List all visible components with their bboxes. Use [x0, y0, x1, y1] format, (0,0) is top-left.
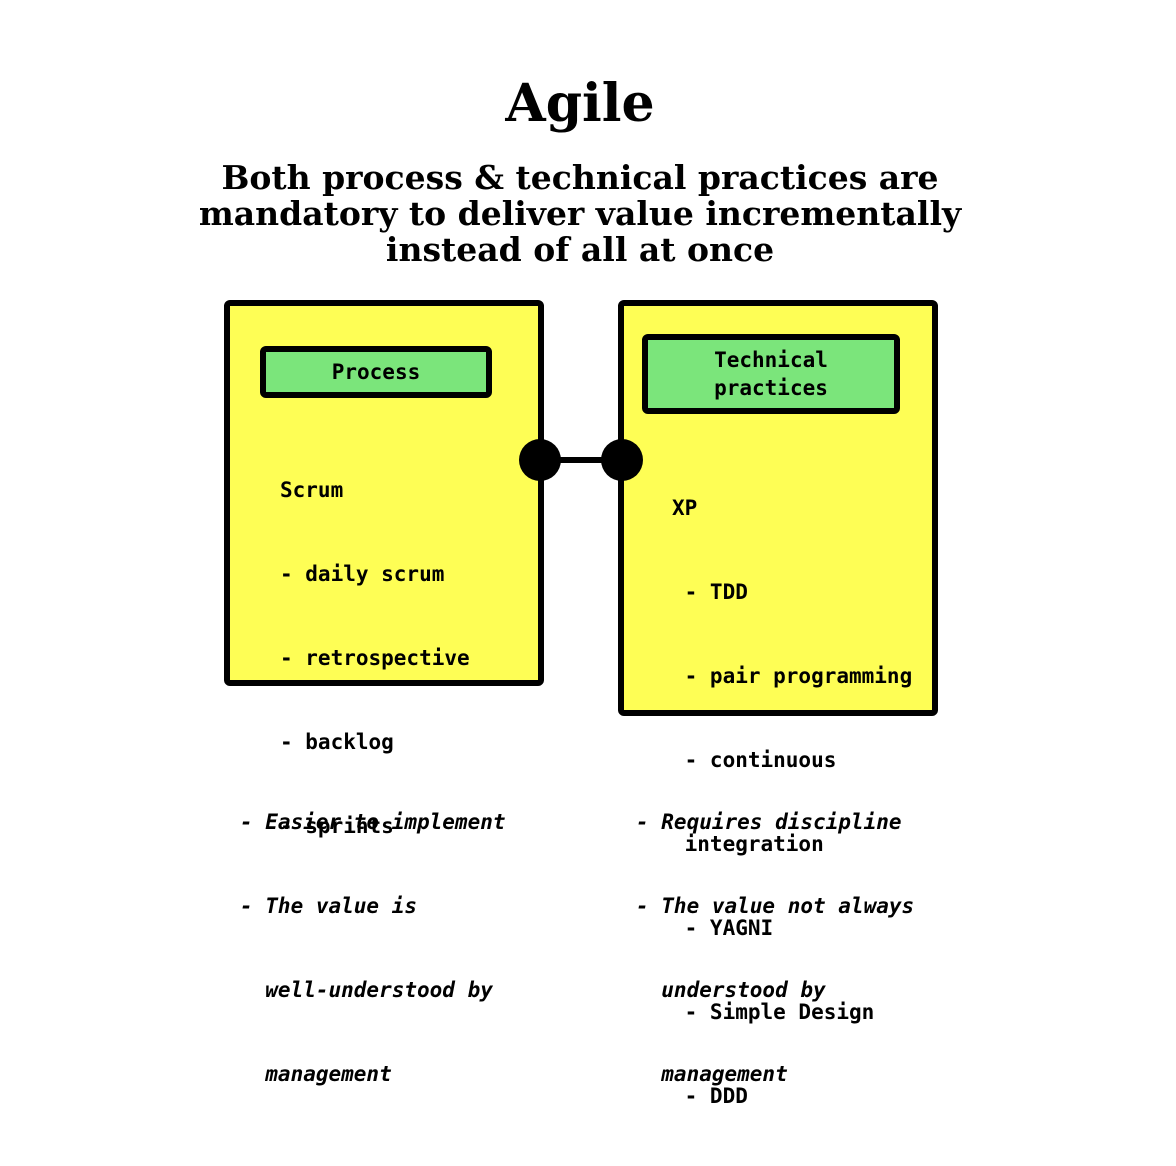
- technical-practices-box: Technical practices XP - TDD - pair prog…: [618, 300, 938, 1108]
- technical-notes: - Requires discipline - The value not al…: [636, 752, 914, 1116]
- process-list: Scrum - daily scrum - retrospective - ba…: [280, 420, 470, 896]
- technical-list-item: - TDD: [672, 580, 748, 604]
- connector-link: [519, 439, 643, 481]
- technical-note: management: [636, 1062, 788, 1086]
- diagram-subtitle: Both process & technical practices are m…: [180, 160, 980, 268]
- process-list-item: - daily scrum: [280, 562, 445, 586]
- process-note: well-understood by: [240, 978, 493, 1002]
- process-note: - Easier to implement: [240, 810, 506, 834]
- connector-dot-left: [519, 439, 561, 481]
- diagram-title: Agile: [505, 73, 655, 134]
- process-note: management: [240, 1062, 392, 1086]
- technical-note: - The value not always: [636, 894, 915, 918]
- technical-header-line-1: Technical: [714, 348, 828, 372]
- process-list-item: - backlog: [280, 730, 394, 754]
- technical-list-item: - YAGNI: [672, 916, 774, 940]
- technical-list-item: XP: [672, 496, 698, 520]
- connector-dot-right: [601, 439, 643, 481]
- technical-list-item: - pair programming: [672, 664, 913, 688]
- process-list-item: - sprints: [280, 814, 394, 838]
- technical-note: - Requires discipline: [636, 810, 902, 834]
- process-note: - The value is: [240, 894, 418, 918]
- technical-note: understood by: [636, 978, 826, 1002]
- process-notes: - Easier to implement - The value is wel…: [240, 752, 506, 1116]
- technical-list-item: integration: [672, 832, 824, 856]
- subtitle-line-1: Both process & technical practices are: [221, 158, 939, 197]
- technical-practices-header: Technical practices: [642, 334, 900, 414]
- subtitle-line-3: instead of all at once: [385, 230, 775, 269]
- process-box: Process Scrum - daily scrum - retrospect…: [224, 300, 544, 838]
- process-list-item: - retrospective: [280, 646, 470, 670]
- process-header-label: Process: [331, 360, 421, 384]
- subtitle-line-2: mandatory to deliver value incrementally: [198, 194, 962, 233]
- technical-list-item: - continuous: [672, 748, 837, 772]
- technical-header-line-2: practices: [714, 376, 828, 400]
- process-header: Process: [260, 346, 492, 398]
- process-list-item: Scrum: [280, 478, 344, 502]
